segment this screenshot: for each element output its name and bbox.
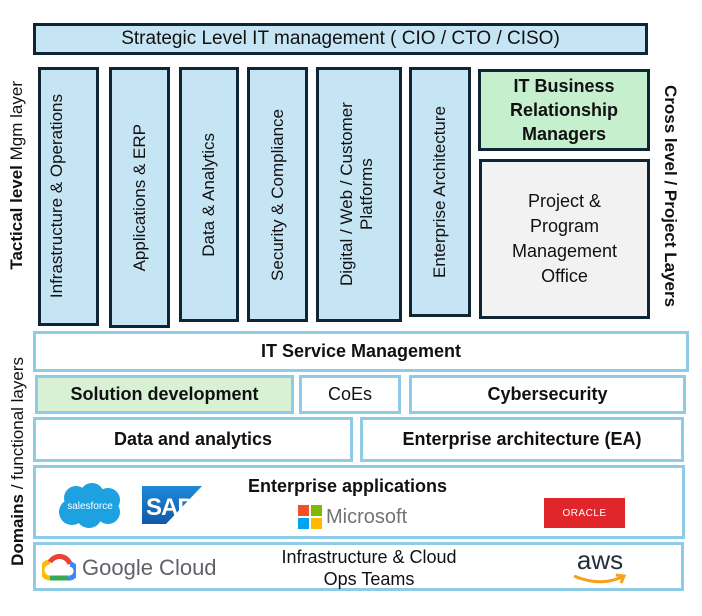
it-service-management-box: IT Service Management xyxy=(33,331,689,372)
cybersecurity-box: Cybersecurity xyxy=(409,375,686,414)
strategic-level-box: Strategic Level IT management ( CIO / CT… xyxy=(33,23,648,55)
strategic-level-label: Strategic Level IT management ( CIO / CT… xyxy=(121,28,560,49)
salesforce-text: salesforce xyxy=(67,501,113,512)
cross-level-side-label: Cross level / Project Layers xyxy=(655,62,685,330)
oracle-logo: ORACLE xyxy=(544,498,625,528)
column-digital-web-customer: Digital / Web / Customer Platforms xyxy=(316,67,402,322)
solution-development-label: Solution development xyxy=(70,384,259,404)
coes-label: CoEs xyxy=(327,384,372,404)
microsoft-windows-icon xyxy=(298,505,322,529)
oracle-text: ORACLE xyxy=(562,507,607,519)
tactical-label-rest: Mgm layer xyxy=(7,80,26,165)
column-label: Security & Compliance xyxy=(267,108,287,281)
pmo-label: Project & Program Management Office xyxy=(511,191,618,286)
google-cloud-logo: Google Cloud xyxy=(42,553,232,583)
google-cloud-text: Google Cloud xyxy=(82,555,217,580)
column-applications-erp: Applications & ERP xyxy=(109,67,170,328)
tactical-label-bold: Tactical level xyxy=(7,164,26,270)
column-label: Digital / Web / Customer Platforms xyxy=(337,102,376,287)
cybersecurity-label: Cybersecurity xyxy=(487,384,608,404)
column-label: Applications & ERP xyxy=(129,123,149,272)
coes-box: CoEs xyxy=(299,375,401,414)
infrastructure-cloud-box: Infrastructure & Cloud Ops Teams Google … xyxy=(33,542,684,591)
sap-text: SAP xyxy=(146,494,193,521)
sap-logo: SAP xyxy=(142,486,202,524)
domains-label-bold: Domains xyxy=(8,493,27,566)
enterprise-applications-label: Enterprise applications xyxy=(248,476,448,496)
pmo-box: Project & Program Management Office xyxy=(479,159,650,319)
column-infrastructure-operations: Infrastructure & Operations xyxy=(38,67,99,326)
google-cloud-icon xyxy=(42,554,76,581)
tactical-side-label: Tactical level Mgm layer xyxy=(4,62,30,288)
microsoft-logo: Microsoft xyxy=(298,504,428,530)
aws-logo: aws xyxy=(570,547,630,589)
data-analytics-box: Data and analytics xyxy=(33,417,353,462)
solution-development-box: Solution development xyxy=(35,375,294,414)
microsoft-text: Microsoft xyxy=(326,505,408,528)
enterprise-architecture-box: Enterprise architecture (EA) xyxy=(360,417,684,462)
column-label: Enterprise Architecture xyxy=(430,106,449,278)
enterprise-applications-box: Enterprise applications salesforce xyxy=(33,465,685,539)
itsm-label: IT Service Management xyxy=(260,341,462,361)
salesforce-cloud-icon: salesforce xyxy=(59,483,120,528)
cross-level-label: Cross level / Project Layers xyxy=(661,84,680,308)
column-security-compliance: Security & Compliance xyxy=(247,67,308,322)
it-business-relationship-managers-box: IT Business Relationship Managers xyxy=(478,69,650,151)
column-label: Data & Analytics xyxy=(199,132,218,257)
domains-label-rest: / functional layers xyxy=(8,356,27,494)
brm-label: IT Business Relationship Managers xyxy=(509,76,618,144)
infrastructure-cloud-line2: Ops Teams xyxy=(323,569,415,589)
column-data-analytics: Data & Analytics xyxy=(179,67,239,322)
infrastructure-cloud-line1: Infrastructure & Cloud xyxy=(281,547,457,567)
column-enterprise-architecture: Enterprise Architecture xyxy=(409,67,471,317)
data-analytics-label: Data and analytics xyxy=(113,429,273,449)
aws-smile-arrow-icon xyxy=(573,573,627,584)
infrastructure-cloud-label: Infrastructure & Cloud Ops Teams xyxy=(249,546,489,590)
sap-icon: SAP xyxy=(142,486,202,524)
aws-text: aws xyxy=(576,545,624,575)
domains-side-label: Domains / functional layers xyxy=(6,330,30,592)
salesforce-logo: salesforce xyxy=(56,482,124,530)
enterprise-architecture-label: Enterprise architecture (EA) xyxy=(402,429,642,449)
column-label: Infrastructure & Operations xyxy=(46,94,66,299)
